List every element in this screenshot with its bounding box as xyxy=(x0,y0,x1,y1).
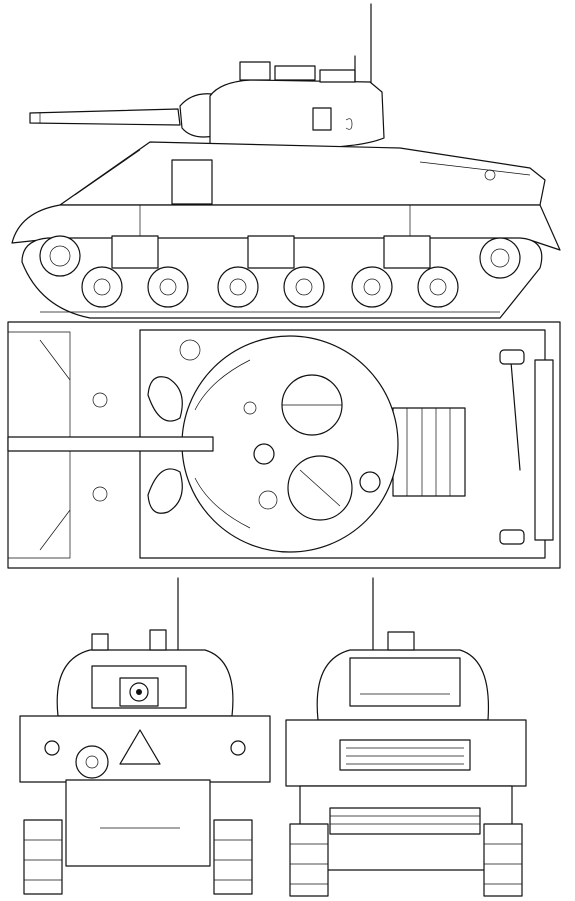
top-gun-barrel xyxy=(8,437,213,451)
front-track-right xyxy=(214,820,252,894)
front-transmission-cover xyxy=(66,780,210,866)
rear-exhaust-grille xyxy=(330,808,480,834)
top-loader-hatch xyxy=(288,456,352,520)
top-turret-ring xyxy=(182,336,398,552)
side-bogie-2 xyxy=(248,236,294,268)
front-headlight-right xyxy=(231,741,245,755)
top-vent xyxy=(360,472,380,492)
top-driver-hatch xyxy=(148,377,182,421)
front-machine-gun-ball xyxy=(76,746,108,778)
side-gun-barrel xyxy=(30,109,180,125)
top-commander-hatch xyxy=(282,375,342,435)
side-drive-sprocket xyxy=(40,236,80,276)
side-bogie-1 xyxy=(112,236,158,268)
front-headlight-left xyxy=(45,741,59,755)
top-view xyxy=(8,322,560,568)
side-road-wheel xyxy=(82,267,122,307)
side-road-wheel xyxy=(148,267,188,307)
rear-view xyxy=(286,578,526,896)
side-idler-wheel xyxy=(480,238,520,278)
rear-track-left xyxy=(290,824,328,896)
side-turret-hatch-handle xyxy=(313,108,331,130)
side-road-wheel xyxy=(418,267,458,307)
side-turret xyxy=(210,80,384,148)
side-road-wheel xyxy=(284,267,324,307)
rear-track-right xyxy=(484,824,522,896)
side-bogie-3 xyxy=(384,236,430,268)
side-road-wheel xyxy=(218,267,258,307)
front-track-left xyxy=(24,820,62,894)
side-road-wheel xyxy=(352,267,392,307)
front-towing-bracket xyxy=(120,730,160,764)
side-upper-hull xyxy=(60,142,545,205)
side-gun-mantlet xyxy=(180,94,214,137)
top-engine-grille xyxy=(393,408,465,496)
front-view xyxy=(20,578,270,894)
top-periscope xyxy=(254,444,274,464)
side-hull-door xyxy=(172,160,212,204)
top-co-driver-hatch xyxy=(148,469,182,513)
side-cupola xyxy=(240,62,270,80)
side-view xyxy=(12,4,560,318)
rear-exhaust-deflector xyxy=(340,740,470,770)
